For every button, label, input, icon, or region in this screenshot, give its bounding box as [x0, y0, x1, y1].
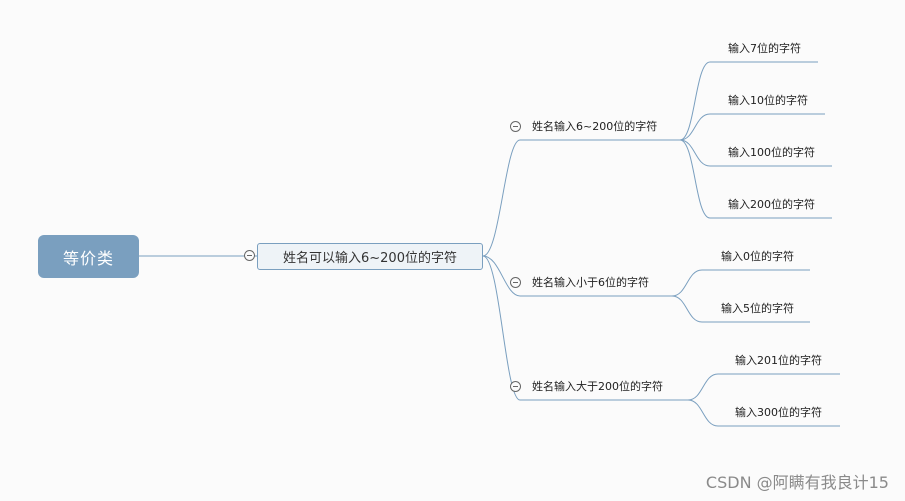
connector-b3-leaf-1	[687, 373, 840, 401]
collapse-branch-2-icon[interactable]	[510, 277, 521, 288]
connector-main-branch-1	[482, 139, 680, 257]
leaf-label[interactable]: 输入300位的字符	[735, 406, 822, 419]
root-label: 等价类	[62, 248, 114, 268]
leaf-label[interactable]: 输入201位的字符	[735, 354, 822, 367]
leaf-label[interactable]: 输入5位的字符	[721, 302, 794, 315]
connector-b3-leaf-2	[687, 399, 840, 427]
collapse-branch-3-icon[interactable]	[510, 381, 521, 392]
connector-b1-leaf-3	[679, 139, 832, 167]
main-node[interactable]: 姓名可以输入6~200位的字符	[257, 243, 483, 270]
watermark: CSDN @阿瞒有我良计15	[705, 473, 889, 492]
connector-b1-leaf-4	[679, 139, 832, 219]
collapse-main-icon[interactable]	[244, 250, 255, 261]
connector-b1-leaf-2	[679, 113, 825, 141]
leaf-label[interactable]: 输入100位的字符	[728, 146, 815, 159]
leaf-label[interactable]: 输入10位的字符	[728, 94, 808, 107]
branch-1-label[interactable]: 姓名输入6~200位的字符	[532, 120, 658, 133]
collapse-branch-1-icon[interactable]	[510, 121, 521, 132]
branch-2-label[interactable]: 姓名输入小于6位的字符	[532, 276, 649, 289]
root-node[interactable]: 等价类	[38, 235, 139, 278]
main-label: 姓名可以输入6~200位的字符	[283, 251, 457, 266]
leaf-label[interactable]: 输入7位的字符	[728, 42, 801, 55]
leaf-label[interactable]: 输入0位的字符	[721, 250, 794, 263]
connector-b1-leaf-1	[679, 61, 818, 141]
leaf-label[interactable]: 输入200位的字符	[728, 198, 815, 211]
connector-main-branch-3	[482, 255, 688, 401]
connector-main-branch-2	[482, 255, 672, 297]
connector-b2-leaf-2	[671, 295, 810, 323]
branch-3-label[interactable]: 姓名输入大于200位的字符	[532, 380, 663, 393]
connector-b2-leaf-1	[671, 269, 810, 297]
